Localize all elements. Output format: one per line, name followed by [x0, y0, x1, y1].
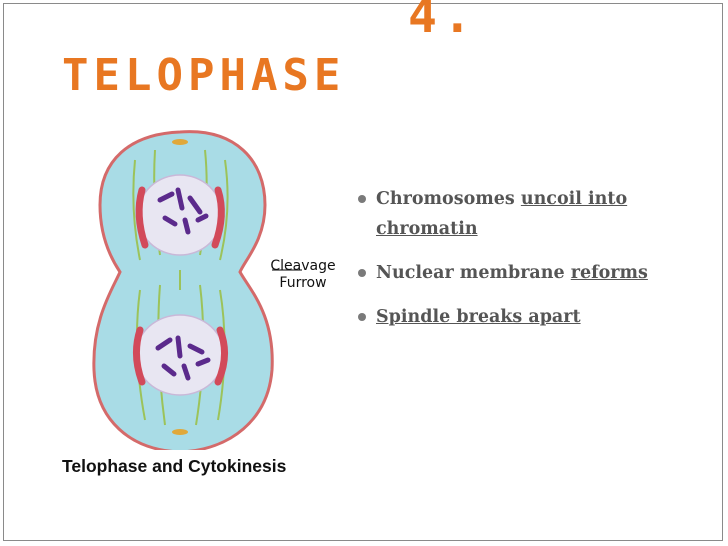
- nuclear-membrane-top-left: [135, 186, 149, 249]
- dividing-cell-drawing: [92, 130, 302, 450]
- bullet-dot-icon: [358, 313, 366, 321]
- centrosomes: [172, 139, 188, 435]
- slide-number: 4.: [408, 0, 478, 44]
- chromosomes-bottom: [155, 335, 211, 381]
- bullet-link[interactable]: Spindle breaks apart: [376, 307, 581, 327]
- bullet-dot-icon: [358, 195, 366, 203]
- nuclear-membrane-top-right: [211, 186, 225, 249]
- nuclear-membrane-bottom-right: [214, 326, 228, 386]
- bullet-item: Nuclear membrane reforms: [356, 258, 696, 288]
- nucleus-top: [137, 174, 223, 256]
- chromosomes-top: [157, 187, 209, 235]
- bullet-item: Chromosomes uncoil into chromatin: [356, 184, 696, 244]
- slide-frame: [3, 3, 723, 541]
- bullet-dot-icon: [358, 269, 366, 277]
- bullet-item: Spindle breaks apart: [356, 302, 696, 332]
- bullet-text: Chromosomes: [376, 189, 521, 209]
- furrow-label-line1: Cleavage: [270, 258, 336, 274]
- telophase-illustration: Cleavage Furrow Telophase and Cytokinesi…: [60, 120, 350, 480]
- bullet-text: Nuclear membrane: [376, 263, 571, 283]
- bullet-list: Chromosomes uncoil into chromatin Nuclea…: [356, 184, 696, 346]
- slide-title: TELOPHASE: [62, 50, 346, 101]
- nuclear-membrane-bottom-left: [133, 326, 146, 386]
- figure-caption: Telophase and Cytokinesis: [62, 456, 287, 476]
- furrow-label-line2: Furrow: [279, 275, 327, 291]
- cleavage-furrow-label: Cleavage Furrow: [260, 258, 346, 292]
- bullet-link[interactable]: uncoil into chromatin: [376, 189, 628, 239]
- bullet-link[interactable]: reforms: [570, 263, 648, 283]
